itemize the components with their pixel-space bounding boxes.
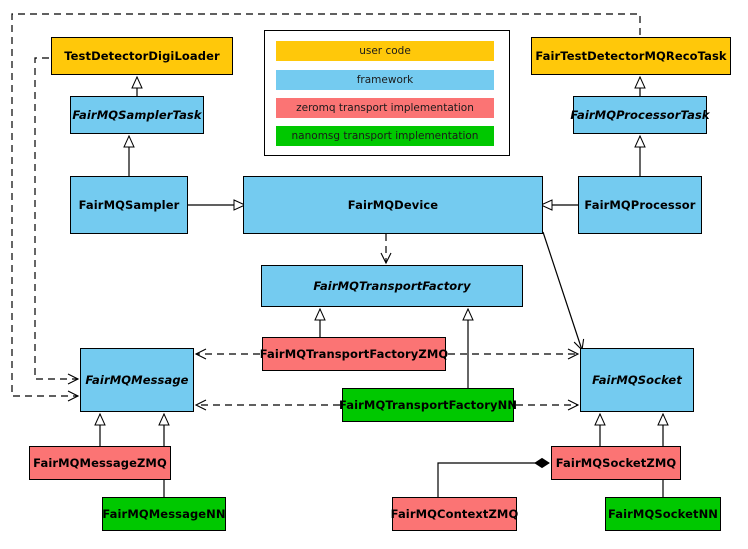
legend-item-user-code: user code <box>276 41 494 61</box>
class-node-FairMQDevice[interactable]: FairMQDevice <box>243 176 543 234</box>
class-node-label: FairMQProcessorTask <box>570 107 710 122</box>
class-node-label: FairMQMessageZMQ <box>33 455 167 470</box>
edge-digiloader-to-message <box>34 57 80 385</box>
legend-item-framework: framework <box>276 70 494 90</box>
class-node-label: FairMQTransportFactoryNN <box>338 397 518 412</box>
edge-recotask-to-message <box>11 13 641 402</box>
class-node-FairMQMessageNN[interactable]: FairMQMessageNN <box>102 497 226 531</box>
class-node-FairMQMessage[interactable]: FairMQMessage <box>80 348 194 412</box>
class-node-label: FairMQSampler <box>78 197 180 212</box>
legend-label-nanomsg: nanomsg transport implementation <box>291 130 479 142</box>
legend-label-zeromq: zeromq transport implementation <box>296 102 474 114</box>
legend-panel: user code framework zeromq transport imp… <box>264 30 510 156</box>
class-node-FairMQMessageZMQ[interactable]: FairMQMessageZMQ <box>29 446 171 480</box>
edge-device-to-socket <box>542 231 585 352</box>
class-node-label: FairMQTransportFactoryZMQ <box>259 346 449 361</box>
class-node-label: FairMQContextZMQ <box>390 506 519 521</box>
class-node-FairMQProcessorTask[interactable]: FairMQProcessorTask <box>570 96 710 134</box>
class-node-FairMQSocketZMQ[interactable]: FairMQSocketZMQ <box>551 446 681 480</box>
class-node-TestDetectorDigiLoader[interactable]: TestDetectorDigiLoader <box>51 37 233 75</box>
class-node-label: FairMQProcessor <box>584 197 696 212</box>
class-node-FairMQSocket[interactable]: FairMQSocket <box>580 348 694 412</box>
class-node-label: FairMQSamplerTask <box>72 107 202 122</box>
class-node-FairMQSamplerTask[interactable]: FairMQSamplerTask <box>70 96 204 134</box>
class-node-FairMQTransportFactoryZMQ[interactable]: FairMQTransportFactoryZMQ <box>259 337 449 371</box>
class-node-label: FairMQMessageNN <box>102 506 226 521</box>
legend-item-nanomsg: nanomsg transport implementation <box>276 126 494 146</box>
class-node-FairMQSampler[interactable]: FairMQSampler <box>70 176 188 234</box>
edge-contextzmq-to-socketzmq <box>437 457 550 497</box>
class-node-label: TestDetectorDigiLoader <box>64 48 220 63</box>
class-node-FairMQProcessor[interactable]: FairMQProcessor <box>578 176 702 234</box>
class-node-FairMQSocketNN[interactable]: FairMQSocketNN <box>605 497 721 531</box>
legend-item-zeromq: zeromq transport implementation <box>276 98 494 118</box>
class-node-label: FairMQSocketZMQ <box>555 455 677 470</box>
class-node-label: FairMQMessage <box>85 372 189 387</box>
legend-label-user-code: user code <box>359 45 411 57</box>
class-node-label: FairMQTransportFactory <box>313 278 471 293</box>
class-node-label: FairMQDevice <box>347 197 439 212</box>
class-node-FairMQContextZMQ[interactable]: FairMQContextZMQ <box>390 497 519 531</box>
class-node-FairMQTransportFactoryNN[interactable]: FairMQTransportFactoryNN <box>338 388 518 422</box>
class-node-label: FairTestDetectorMQRecoTask <box>535 48 727 63</box>
legend-label-framework: framework <box>356 74 414 86</box>
class-node-label: FairMQSocketNN <box>607 506 719 521</box>
class-node-FairTestDetectorMQRecoTask[interactable]: FairTestDetectorMQRecoTask <box>531 37 731 75</box>
class-node-label: FairMQSocket <box>592 372 682 387</box>
class-node-FairMQTransportFactory[interactable]: FairMQTransportFactory <box>261 265 523 307</box>
